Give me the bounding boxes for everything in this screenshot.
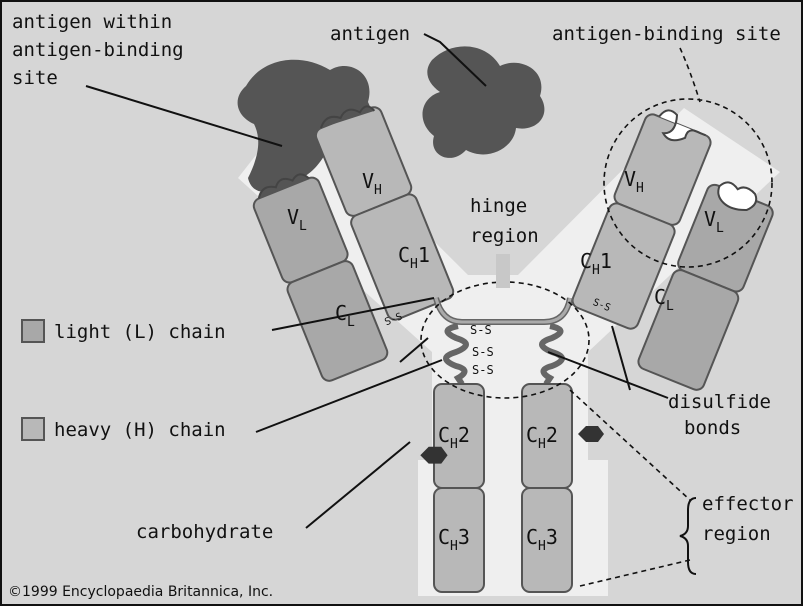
label-antigen-within-1: antigen within bbox=[12, 11, 172, 33]
hinge-disulfide-1: S-S bbox=[470, 323, 492, 337]
label-hinge-2: region bbox=[470, 225, 539, 247]
label-heavy-chain: heavy (H) chain bbox=[54, 419, 226, 441]
hinge-marker bbox=[496, 254, 510, 288]
copyright-notice: ©1999 Encyclopaedia Britannica, Inc. bbox=[8, 584, 273, 600]
label-antigen-within-2: antigen-binding bbox=[12, 39, 184, 61]
label-disulfide-1: disulfide bbox=[668, 391, 771, 413]
label-effector-2: region bbox=[702, 523, 771, 545]
heavy-chain-swatch bbox=[22, 418, 44, 440]
label-antigen: antigen bbox=[330, 23, 410, 45]
label-effector-1: effector bbox=[702, 493, 794, 515]
hinge-disulfide-3: S-S bbox=[472, 363, 494, 377]
label-disulfide-2: bonds bbox=[684, 417, 741, 439]
label-light-chain: light (L) chain bbox=[54, 321, 226, 343]
label-carbohydrate: carbohydrate bbox=[136, 521, 273, 543]
label-binding-site: antigen-binding site bbox=[552, 23, 781, 45]
hinge-disulfide-2: S-S bbox=[472, 345, 494, 359]
label-antigen-within-3: site bbox=[12, 67, 58, 89]
label-hinge-1: hinge bbox=[470, 195, 527, 217]
light-chain-swatch bbox=[22, 320, 44, 342]
